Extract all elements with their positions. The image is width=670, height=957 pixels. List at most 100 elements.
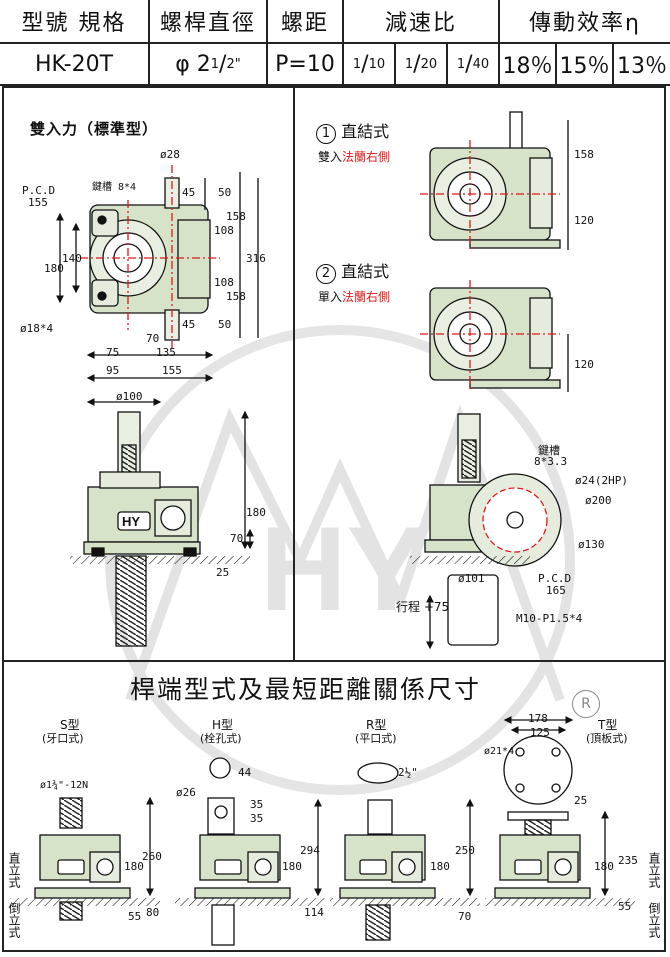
- dim-t-178: 178: [528, 712, 548, 725]
- label-inverted-left: 倒立式: [7, 902, 21, 938]
- drawing-frame: [2, 86, 666, 952]
- variant-r-sub: (平口式): [355, 732, 397, 745]
- efficiency-value: 18％: [500, 44, 557, 86]
- dim-95: 95: [106, 364, 120, 377]
- label-m10: M10-P1.5*4: [516, 612, 583, 625]
- col-diameter-header: 螺桿直徑: [150, 0, 268, 44]
- variant-h-sub: (栓孔式): [200, 732, 242, 745]
- dim-r-120a: 120: [574, 214, 594, 227]
- dim-158-top: 158: [226, 210, 246, 223]
- panel-divider: [293, 88, 295, 660]
- dim-h-hole: ø26: [176, 786, 196, 799]
- svg-text:HY: HY: [260, 502, 427, 636]
- variant-h-name: H型: [212, 718, 234, 732]
- dim-t-125: 125: [530, 726, 550, 739]
- dim-s-260: 260: [142, 850, 162, 863]
- type2-subtitle: 單入法蘭右側: [318, 290, 391, 304]
- dim-r-130: ø130: [578, 538, 605, 551]
- dim-108-bottom: 108: [214, 276, 234, 289]
- dim-height-180: 180: [246, 506, 266, 519]
- dim-108-top: 108: [214, 224, 234, 237]
- right-type1-view: [420, 111, 569, 250]
- ratio-value: 1/40: [448, 44, 500, 86]
- type1-title: 直結式: [341, 122, 390, 141]
- efficiency-value: 13％: [614, 44, 670, 86]
- dim-45-bottom: 45: [182, 318, 196, 331]
- dim-h-180: 180: [282, 860, 302, 873]
- dim-height-25: 25: [216, 566, 230, 579]
- bottom-title: 桿端型式及最短距離關係尺寸: [130, 675, 482, 704]
- dim-r-158: 158: [574, 148, 594, 161]
- dim-height-70: 70: [230, 532, 244, 545]
- type1-heading: 1 直結式: [316, 118, 389, 144]
- dim-316: 316: [246, 252, 266, 265]
- variant-s-sub: (牙口式): [42, 732, 84, 745]
- dim-155: 155: [162, 364, 182, 377]
- dim-s-180: 180: [124, 860, 144, 873]
- dim-135: 135: [156, 346, 176, 359]
- variant-h-drawing: [175, 757, 325, 946]
- svg-text:HY: HY: [122, 514, 140, 529]
- label-bolt-holes: ø18*4: [20, 322, 54, 335]
- dim-50-top: 50: [218, 186, 232, 199]
- variant-t-drawing: [485, 716, 635, 906]
- dim-75: 75: [106, 346, 120, 359]
- variant-r-drawing: [330, 762, 480, 941]
- dim-s-55: 55: [128, 910, 142, 923]
- dim-t-235: 235: [618, 854, 638, 867]
- col-model-header: 型號 規格: [0, 0, 150, 44]
- left-top-view: [56, 165, 259, 382]
- type2-number: 2: [316, 264, 336, 284]
- dim-140: 140: [62, 252, 82, 265]
- col-efficiency-header: 傳動效率η: [500, 0, 670, 44]
- section-divider: [2, 660, 666, 662]
- dim-t-holes: ø21*4: [484, 746, 515, 757]
- label-pcd-r: P.C.D: [538, 572, 572, 585]
- right-flange-view: [410, 413, 562, 650]
- type2-title: 直結式: [341, 262, 390, 281]
- col-ratio-header: 減速比: [344, 0, 500, 44]
- diameter-den: 2: [226, 56, 235, 72]
- diameter-num: 1: [210, 56, 220, 72]
- dim-t-55: 55: [618, 900, 632, 913]
- dim-r-101: ø101: [458, 572, 485, 585]
- dim-h-35b: 35: [250, 812, 264, 825]
- left-front-view: HY: [70, 398, 254, 647]
- dim-r-120b: 120: [574, 358, 594, 371]
- label-inverted-right: 倒立式: [647, 902, 661, 938]
- dim-h-294: 294: [300, 844, 320, 857]
- variant-r-name: R型: [366, 718, 387, 732]
- dim-158-bottom: 158: [226, 290, 246, 303]
- dim-s-80: 80: [146, 906, 160, 919]
- dim-s-thread: ø1¾"-12N: [40, 780, 89, 791]
- label-stroke: 行程 +75: [396, 600, 450, 614]
- diameter-whole: 2: [196, 51, 211, 77]
- label-pcd-value: 155: [28, 196, 48, 209]
- label-keyway: 鍵槽 8*4: [92, 182, 137, 193]
- dim-r-250: 250: [455, 844, 475, 857]
- variant-t-name: T型: [598, 718, 618, 732]
- variant-s-name: S型: [60, 718, 80, 732]
- label-upright-right: 直立式: [647, 852, 661, 888]
- pitch-value: P=10: [268, 44, 344, 86]
- label-keyway-r: 鍵槽: [538, 444, 560, 457]
- label-pcd-r-val: 165: [546, 584, 566, 597]
- label-upright-left: 直立式: [7, 852, 21, 888]
- label-keyway-r-val: 8*3.3: [534, 455, 568, 468]
- dim-h-44: 44: [238, 766, 252, 779]
- type1-subtitle: 雙入法蘭右側: [318, 150, 391, 164]
- dim-r-70: 70: [458, 910, 472, 923]
- model-value: HK-20T: [0, 44, 150, 86]
- ratio-value: 1/20: [396, 44, 448, 86]
- variant-t-sub: (頂板式): [586, 732, 628, 745]
- type1-number: 1: [316, 124, 336, 144]
- dim-r-180b: 180: [430, 860, 450, 873]
- dim-t-180: 180: [594, 860, 614, 873]
- dim-70: 70: [146, 332, 160, 345]
- dim-t-25: 25: [574, 794, 588, 807]
